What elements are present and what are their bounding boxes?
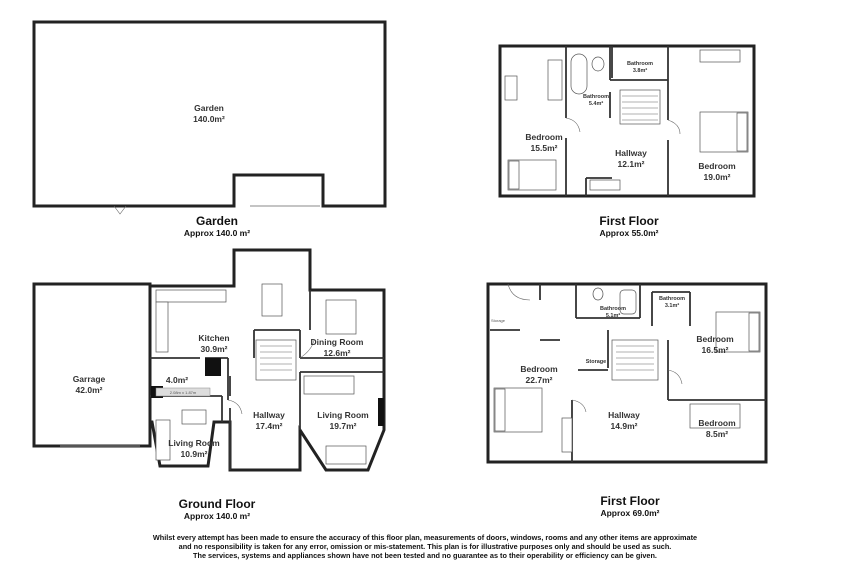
sofa-icon xyxy=(303,375,355,395)
disclaimer-line: Whilst every attempt has been made to en… xyxy=(152,533,698,542)
ff-bottom-approx: Approx 69.0m² xyxy=(600,508,659,518)
ground-hallway-area: 17.4m² xyxy=(256,421,283,431)
bath-icon xyxy=(570,53,588,95)
ff-top-bedroom-right-area: 19.0m² xyxy=(704,172,731,182)
ff-top-outline xyxy=(498,44,756,198)
first-floor-top-plan: Bathroom 3.8m² Bathroom 5.4m² Bedroom 15… xyxy=(498,44,756,238)
ground-floor-title: Ground Floor xyxy=(179,497,256,511)
ff-top-hallway-area: 12.1m² xyxy=(618,159,645,169)
ff-bottom-outline xyxy=(486,282,768,464)
living-room-right-area: 19.7m² xyxy=(330,421,357,431)
table-icon xyxy=(261,283,283,317)
desk-icon xyxy=(504,75,518,101)
living-room-left-name: Living Room xyxy=(168,438,220,448)
disclaimer: Whilst every attempt has been made to en… xyxy=(20,533,830,561)
store-measure: 2.08m x 1.87m xyxy=(170,390,197,395)
sofa-icon xyxy=(325,445,367,465)
garden-approx: Approx 140.0 m² xyxy=(184,228,250,238)
first-floor-bottom-plan: Bathroom 5.1m² Bathroom 3.1m² Storage St… xyxy=(486,282,768,518)
ff-top-bathroom-small-name: Bathroom xyxy=(627,61,653,67)
ff-bottom-hallway-area: 14.9m² xyxy=(611,421,638,431)
ff-bottom-bathroom-small-area: 3.1m² xyxy=(665,302,680,309)
chimney-icon xyxy=(205,358,221,376)
ff-bottom-bathroom-area: 5.1m² xyxy=(606,312,621,319)
ff-top-hallway-name: Hallway xyxy=(615,148,647,158)
ground-floor-plan: Garrage 42.0m² Kitchen 30.9m² 4.0m² 2.08… xyxy=(32,248,386,521)
counter-icon xyxy=(155,301,169,353)
ff-bottom-bathroom-small-name: Bathroom xyxy=(659,296,685,302)
ff-bottom-storage-left-name: Storage xyxy=(491,318,506,323)
counter-icon xyxy=(155,289,227,303)
disclaimer-line: and no responsibility is taken for any e… xyxy=(178,542,672,552)
dresser-icon xyxy=(699,49,741,63)
garden-title: Garden xyxy=(196,214,238,228)
garrage-area: 42.0m² xyxy=(76,385,103,395)
ff-top-title: First Floor xyxy=(599,214,659,228)
pillow-icon xyxy=(494,388,506,432)
pillow-icon xyxy=(736,112,748,152)
shower-icon xyxy=(619,289,637,315)
ground-hallway-name: Hallway xyxy=(253,410,285,420)
chair-icon xyxy=(181,409,207,425)
dining-room-area: 12.6m² xyxy=(324,348,351,358)
ff-top-bedroom-right-name: Bedroom xyxy=(698,161,736,171)
ground-floor-approx: Approx 140.0 m² xyxy=(184,511,250,521)
garden-plan: Garden 140.0m² Garden Approx 140.0 m² xyxy=(32,20,387,238)
garden-room-area: 140.0m² xyxy=(193,114,225,124)
toilet-icon xyxy=(591,56,605,72)
ff-top-bedroom-left-name: Bedroom xyxy=(525,132,563,142)
store-area: 4.0m² xyxy=(166,375,188,385)
bed-icon xyxy=(689,403,741,429)
ff-bottom-bedroom-small-name: Bedroom xyxy=(698,418,736,428)
ff-bottom-bedroom-right-area: 16.5m² xyxy=(702,345,729,355)
kitchen-name: Kitchen xyxy=(198,333,229,343)
garrage-name: Garrage xyxy=(73,374,106,384)
ff-top-bathroom-name: Bathroom xyxy=(583,94,609,100)
toilet-icon xyxy=(592,287,604,301)
measure-bar xyxy=(155,387,211,397)
stairs-icon xyxy=(619,89,661,125)
wardrobe-icon xyxy=(561,417,573,453)
dining-room-name: Dining Room xyxy=(311,337,364,347)
living-room-left-area: 10.9m² xyxy=(181,449,208,459)
ff-bottom-title: First Floor xyxy=(600,494,660,508)
ff-bottom-hallway-name: Hallway xyxy=(608,410,640,420)
ff-top-internal-walls xyxy=(565,46,669,196)
ff-bottom-storage-name: Storage xyxy=(586,359,606,365)
ff-bottom-bedroom-right-name: Bedroom xyxy=(696,334,734,344)
garden-gate xyxy=(113,205,127,215)
garden-outline xyxy=(32,20,387,208)
hall-table-icon xyxy=(589,179,621,191)
ff-top-approx: Approx 55.0m² xyxy=(599,228,658,238)
garden-room-name: Garden xyxy=(194,103,224,113)
sofa-icon xyxy=(155,419,171,461)
fireplace-icon xyxy=(378,398,384,426)
ff-bottom-bathroom-name: Bathroom xyxy=(600,306,626,312)
kitchen-area: 30.9m² xyxy=(201,344,228,354)
living-room-right-name: Living Room xyxy=(317,410,369,420)
dining-table-icon xyxy=(325,299,357,335)
ff-top-bedroom-left-area: 15.5m² xyxy=(531,143,558,153)
pillow-icon xyxy=(748,312,760,352)
disclaimer-line: The services, systems and appliances sho… xyxy=(193,551,657,561)
ff-bottom-bedroom-large-area: 22.7m² xyxy=(526,375,553,385)
wardrobe-icon xyxy=(547,59,563,101)
ff-bottom-bedroom-large-name: Bedroom xyxy=(520,364,558,374)
pillow-icon xyxy=(508,160,520,190)
garage-outline xyxy=(32,282,152,448)
ff-top-bathroom-small-area: 3.8m² xyxy=(633,67,648,74)
stairs-icon xyxy=(611,339,659,381)
stairs-icon xyxy=(255,339,297,381)
ff-top-bathroom-area: 5.4m² xyxy=(589,100,604,107)
ff-bottom-bedroom-small-area: 8.5m² xyxy=(706,429,728,439)
